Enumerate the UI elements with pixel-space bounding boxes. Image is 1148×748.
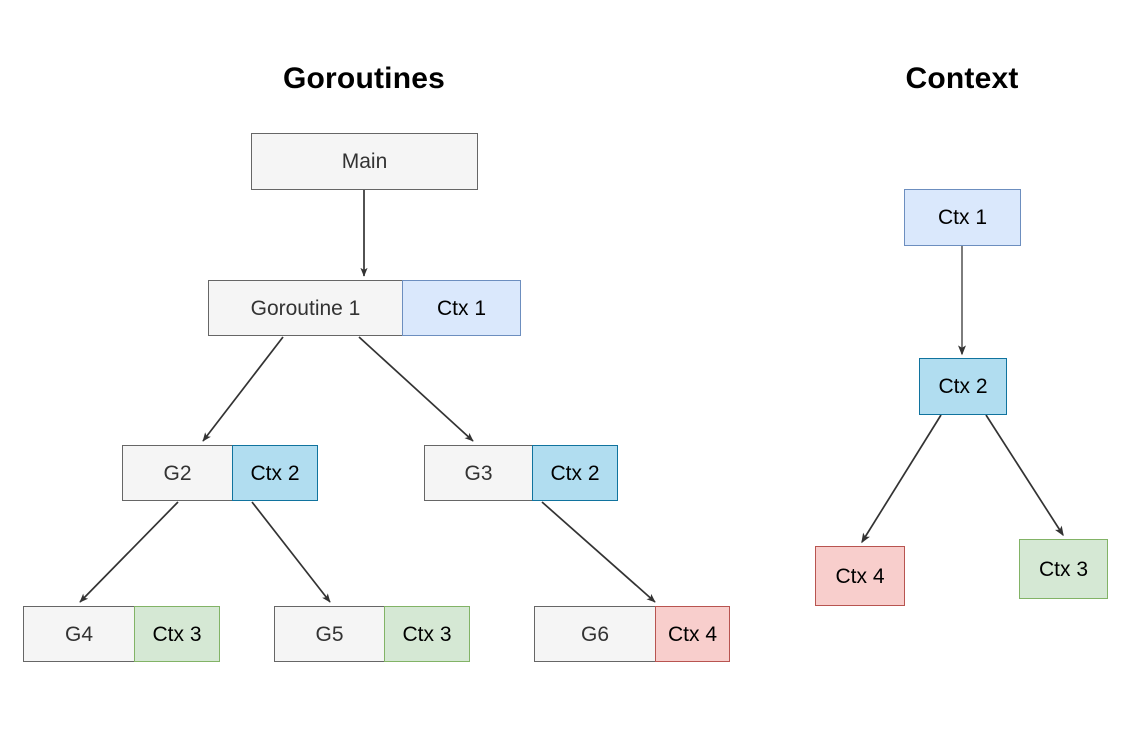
context-label-ctx1: Ctx 1 bbox=[904, 189, 1021, 246]
goroutine-node-main[interactable]: Main bbox=[251, 133, 478, 190]
goroutine-ctx-goroutine1: Ctx 1 bbox=[402, 280, 521, 336]
context-edge-ctx2-to-ctx3 bbox=[985, 414, 1064, 537]
goroutine-ctx-g5: Ctx 3 bbox=[384, 606, 470, 662]
panel-title-context: Context bbox=[905, 62, 1019, 95]
goroutine-edge-goroutine1-to-g3 bbox=[358, 336, 474, 442]
goroutine-edge-goroutine1-to-g2 bbox=[202, 336, 284, 442]
goroutine-label-g6: G6 bbox=[534, 606, 655, 662]
context-label-ctx4: Ctx 4 bbox=[815, 546, 905, 606]
goroutine-edges bbox=[79, 190, 656, 603]
goroutine-edge-g3-to-g6 bbox=[541, 501, 656, 603]
panel-title-goroutines: Goroutines bbox=[282, 62, 446, 95]
context-node-ctx4[interactable]: Ctx 4 bbox=[815, 546, 905, 606]
goroutine-ctx-g4: Ctx 3 bbox=[134, 606, 220, 662]
context-node-ctx2[interactable]: Ctx 2 bbox=[919, 358, 1007, 415]
context-node-ctx1[interactable]: Ctx 1 bbox=[904, 189, 1021, 246]
context-label-ctx3: Ctx 3 bbox=[1019, 539, 1108, 599]
goroutine-edge-g2-to-g4 bbox=[79, 501, 179, 603]
goroutine-ctx-g2: Ctx 2 bbox=[232, 445, 318, 501]
goroutine-label-g4: G4 bbox=[23, 606, 134, 662]
goroutine-label-g3: G3 bbox=[424, 445, 532, 501]
goroutine-label-main: Main bbox=[251, 133, 478, 190]
context-label-ctx2: Ctx 2 bbox=[919, 358, 1007, 415]
goroutine-ctx-g3: Ctx 2 bbox=[532, 445, 618, 501]
goroutine-edge-g2-to-g5 bbox=[251, 501, 331, 603]
goroutine-ctx-g6: Ctx 4 bbox=[655, 606, 730, 662]
goroutine-label-g5: G5 bbox=[274, 606, 384, 662]
goroutine-label-goroutine1: Goroutine 1 bbox=[208, 280, 402, 336]
context-node-ctx3[interactable]: Ctx 3 bbox=[1019, 539, 1108, 599]
goroutine-label-g2: G2 bbox=[122, 445, 232, 501]
context-edge-ctx2-to-ctx4 bbox=[861, 414, 942, 544]
